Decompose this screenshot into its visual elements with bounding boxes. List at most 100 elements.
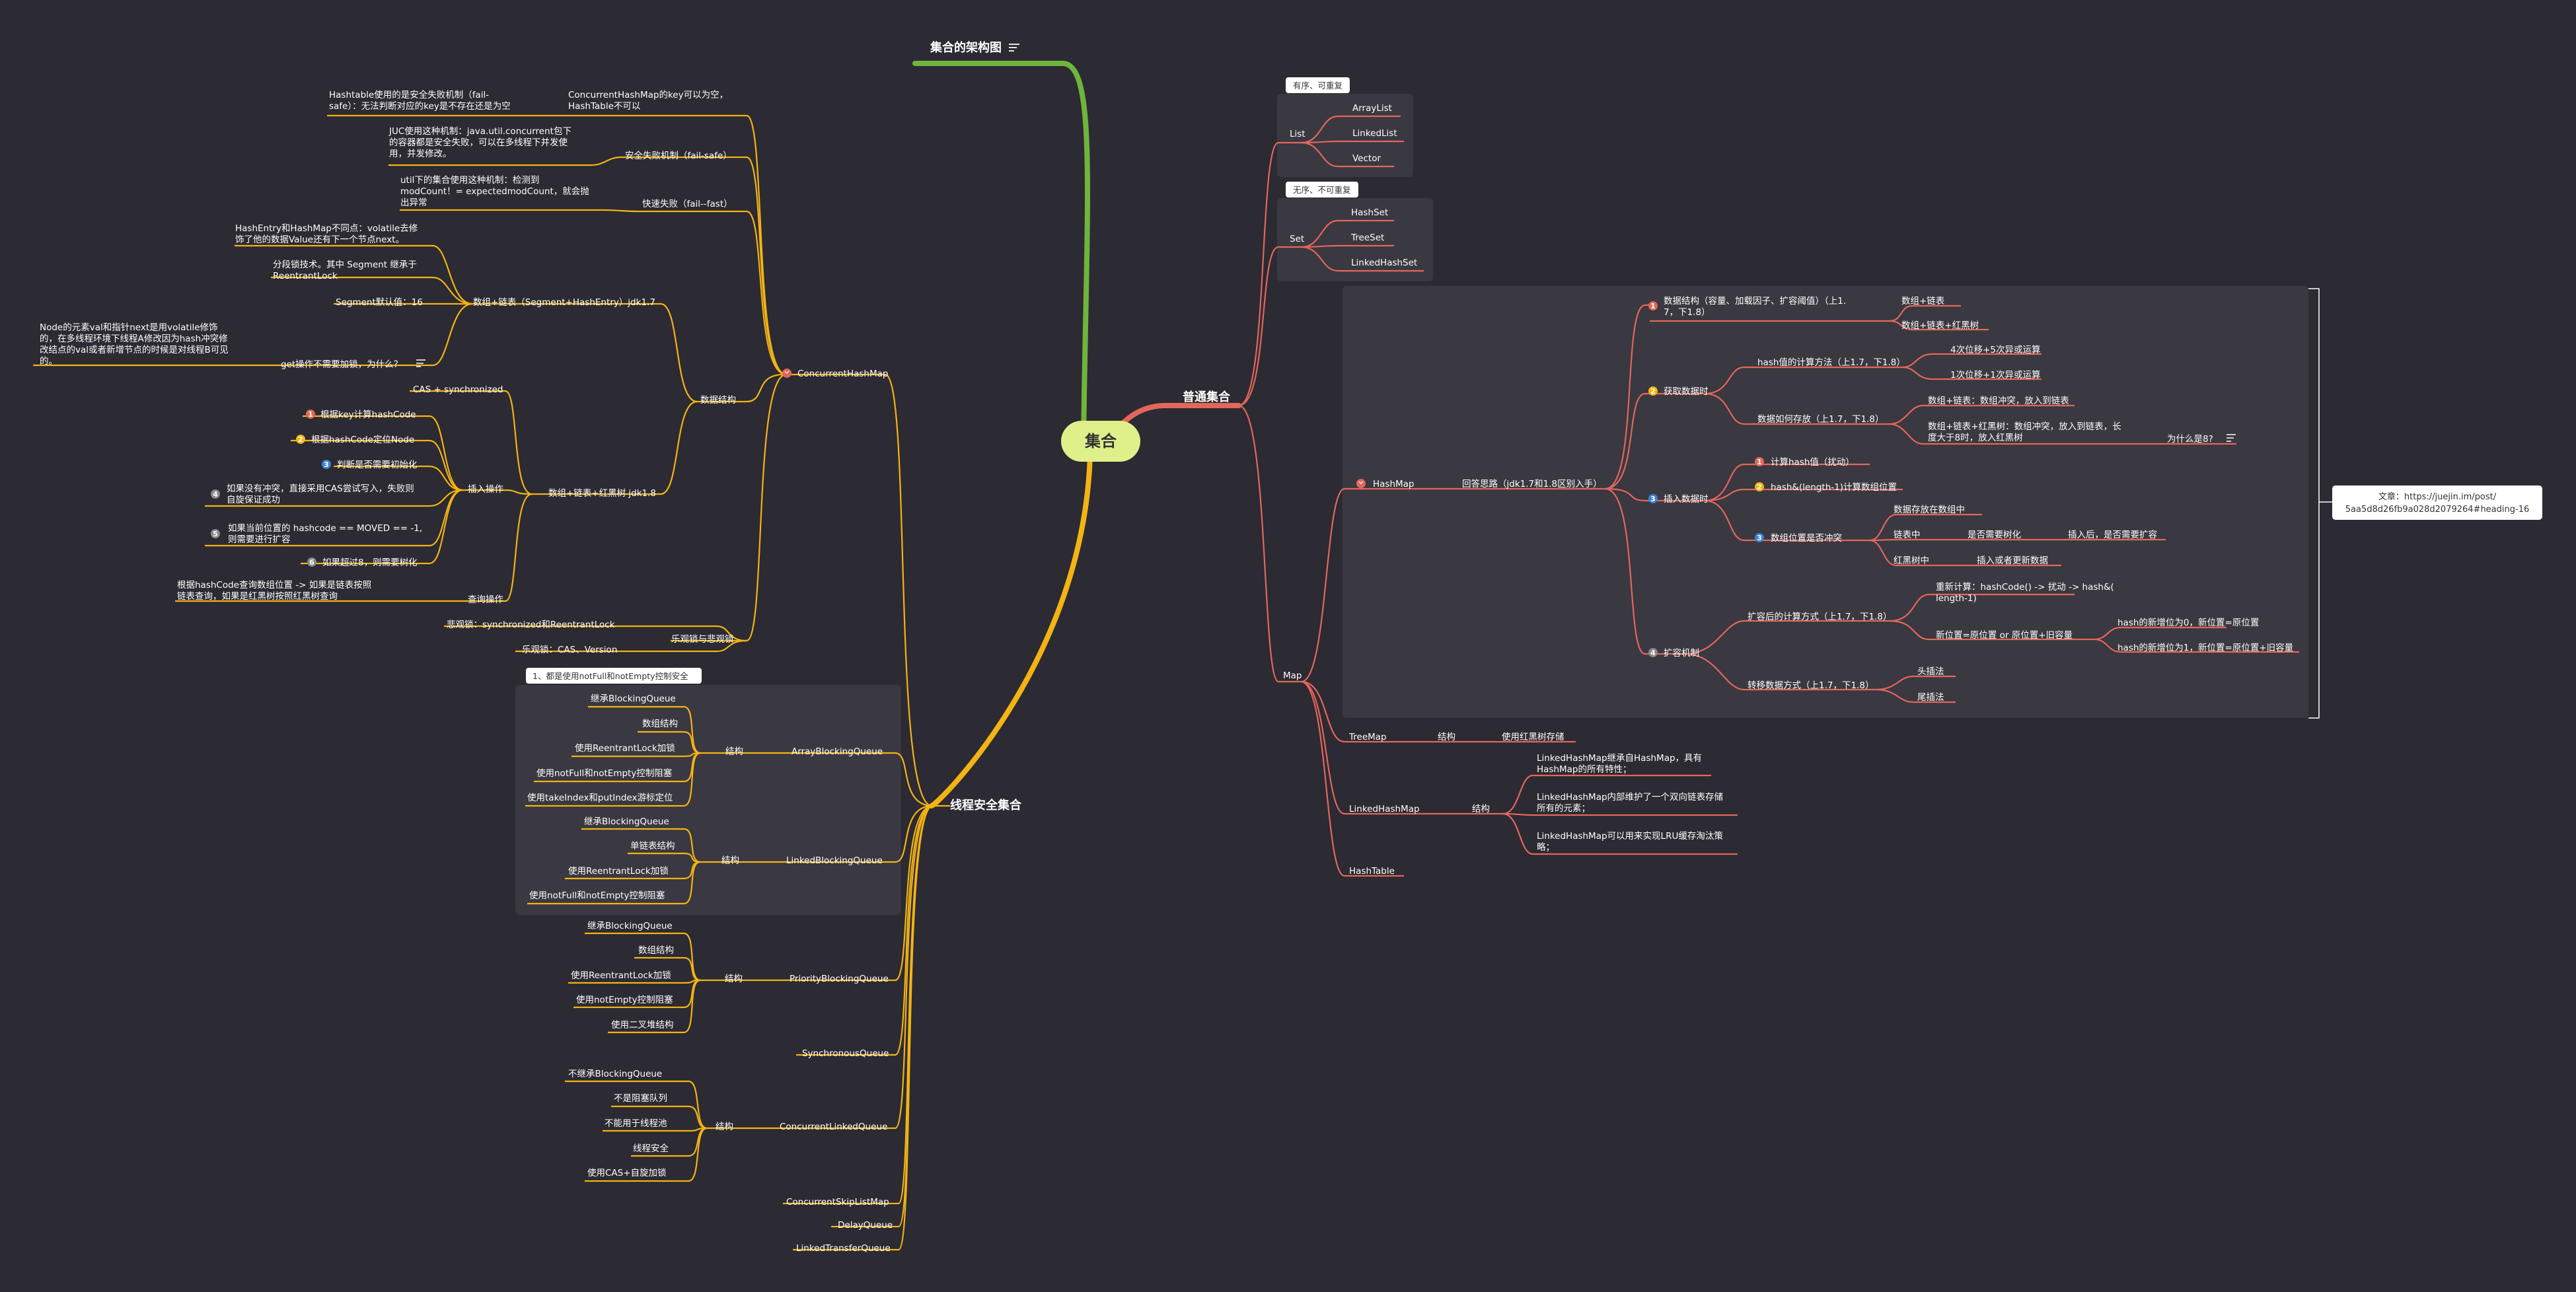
store-label: 数据如何存放（上1.7，下1.8） [1757, 414, 1884, 425]
cslm-label[interactable]: ConcurrentSkipListMap [786, 1197, 889, 1207]
hashtable-label[interactable]: HashTable [1349, 866, 1395, 877]
insert-step-2-text: 根据hashCode定位Node [311, 435, 414, 445]
safe-trunk [929, 453, 1093, 808]
root-bubble [1061, 421, 1140, 462]
insert-label: 插入数据时 [1664, 494, 1709, 505]
lhm-item-3-line2: 略； [1537, 842, 1555, 853]
hash-calc-label: hash值的计算方法（上1.7，下1.8） [1757, 357, 1905, 368]
ds-item-1: 数组+链表 [1901, 296, 1945, 306]
arch-trunk [912, 61, 1091, 442]
article-note-line2: 5aa5d8d26fb9a028d2079264#heading-16 [2345, 505, 2530, 515]
ltq-label[interactable]: LinkedTransferQueue [796, 1243, 891, 1254]
lhm-item-3-line1: LinkedHashMap可以用来实现LRU缓存淘汰策 [1537, 830, 1723, 842]
normal-trunk [1114, 403, 1241, 432]
get-nolock-label: get操作不需要加锁，为什么？ [281, 359, 402, 370]
abq-label[interactable]: ArrayBlockingQueue [791, 746, 883, 757]
pbq-label[interactable]: PriorityBlockingQueue [790, 974, 889, 984]
after-insert-label: 插入后，是否需要扩容 [2068, 529, 2157, 540]
rbtree-in-label: 红黑树中 [1894, 556, 1929, 566]
hash-calc-item-2: 1次位移+1次异或运算 [1950, 370, 2041, 380]
cas-sync-label: CAS + synchronized [413, 384, 503, 395]
dq-label[interactable]: DelayQueue [838, 1220, 893, 1231]
lbq-label[interactable]: LinkedBlockingQueue [786, 855, 883, 866]
list-item-arraylist: ArrayList [1352, 103, 1392, 114]
left-connectors [33, 114, 932, 1251]
clq-struct-label: 结构 [716, 1122, 733, 1132]
insert-update-label: 插入或者更新数据 [1977, 556, 2048, 566]
insert-step-2: 2 根据hashCode定位Node [296, 435, 414, 445]
chm-node[interactable]: ConcurrentHashMap [782, 369, 888, 379]
after-calc-label: 扩容后的计算方式（上1.7，下1.8） [1748, 611, 1892, 622]
insert-step-4-line1: 如果没有冲突，直接采用CAS尝试写入，失败则 [227, 483, 414, 494]
recalc-line2: length-1) [1936, 593, 1977, 604]
blocking-queue-group-box [515, 685, 901, 915]
failsafe-label: 安全失败机制（fail-safe） [625, 150, 732, 161]
treemap-struct-label: 结构 [1438, 732, 1455, 742]
insert-step-3: 3 判断是否需要初始化 [322, 459, 418, 470]
arch-branch-label[interactable]: 集合的架构图 [930, 40, 1002, 55]
tail-head-label: 是否需要树化 [1968, 530, 2021, 540]
get-label: 获取数据时 [1664, 386, 1709, 397]
why8-label: 为什么是8? [2167, 434, 2213, 445]
map-label[interactable]: Map [1283, 670, 1302, 681]
sq-label[interactable]: SynchronousQueue [802, 1048, 889, 1059]
lhm-label[interactable]: LinkedHashMap [1349, 804, 1420, 814]
pbq-item-4: 使用notEmpty控制阻塞 [576, 994, 673, 1005]
hashentry-line2: 饰了他的数据Value还有下一个节点next。 [235, 234, 404, 245]
query-desc-line2: 链表查询，如果是红黑树按照红黑树查询 [177, 591, 338, 602]
root-node[interactable]: 集合 [1061, 421, 1140, 462]
svg-text:1: 1 [1757, 458, 1762, 466]
root-label: 集合 [1084, 432, 1117, 450]
chm-null-line2: HashTable不可以 [568, 101, 641, 112]
set-item-hashset: HashSet [1351, 207, 1388, 218]
jdk18-label: 数组+链表+红黑树 jdk1.8 [548, 488, 656, 499]
hashmap-label: HashMap [1373, 479, 1415, 489]
set-item-treeset: TreeSet [1350, 233, 1384, 243]
pbq-item-2: 数组结构 [638, 945, 674, 956]
insert-item-2: 2 hash&(length-1)计算数组位置 [1755, 482, 1897, 493]
svg-text:1: 1 [308, 410, 313, 419]
set-tag-text: 无序、不可重复 [1293, 185, 1351, 195]
get-node: 2 获取数据时 [1648, 386, 1709, 397]
failfast-desc-line3: 出异常 [400, 197, 427, 208]
hashtable-failsafe-line2: safe）：无法判断对应的key是不存在还是为空 [329, 100, 511, 112]
article-note-line1: 文章：https://juejin.im/post/ [2378, 491, 2497, 502]
data-struct-label: 数据结构 [700, 395, 736, 406]
insert-step-5: 5 如果当前位置的 hashcode == MOVED == -1, 则需要进行… [211, 522, 422, 545]
hashmap-node[interactable]: HashMap [1356, 479, 1415, 489]
svg-text:6: 6 [309, 558, 314, 567]
svg-text:2: 2 [298, 435, 303, 444]
safe-branch-label[interactable]: 线程安全集合 [950, 798, 1022, 812]
list-tag-text: 有序、可重复 [1293, 81, 1343, 90]
hashmap-group-box [1343, 286, 2308, 718]
normal-branch-label[interactable]: 普通集合 [1183, 390, 1231, 404]
clq-item-5: 使用CAS+自旋加锁 [587, 1167, 667, 1178]
list-group-box [1277, 94, 1413, 177]
failsafe-desc-line3: 用，并发修改。 [389, 149, 452, 159]
pbq-item-3: 使用ReentrantLock加锁 [571, 970, 671, 981]
transfer-item-1: 头插法 [1917, 666, 1944, 677]
list-label[interactable]: List [1290, 129, 1306, 139]
treemap-label[interactable]: TreeMap [1348, 732, 1387, 742]
insert-step-1: 1 根据key计算hashCode [306, 410, 416, 420]
store-item-2-line2: 度大于8时，放入红黑树 [1928, 433, 2023, 443]
svg-text:2: 2 [1650, 387, 1656, 396]
lhm-item-2-line1: LinkedHashMap内部维护了一个双向链表存储 [1537, 792, 1723, 803]
store-item-2-line1: 数组+链表+红黑树：数组冲突，放入到链表，长 [1928, 421, 2121, 432]
right-connectors [1238, 115, 2299, 877]
insert-step-1-text: 根据key计算hashCode [320, 410, 416, 420]
collapse-icon [784, 371, 790, 374]
abq-item-2: 数组结构 [642, 719, 678, 729]
lhm-item-1-line1: LinkedHashMap继承自HashMap，具有 [1537, 753, 1702, 764]
lbq-item-1: 继承BlockingQueue [584, 816, 669, 827]
hashentry-line1: HashEntry和HashMap不同点：volatile去修 [235, 223, 418, 234]
set-label[interactable]: Set [1290, 234, 1304, 244]
article-note-box[interactable] [2332, 485, 2542, 520]
summary-bracket [2308, 288, 2320, 719]
failfast-desc-line2: modCount！= expectedmodCount，就会抛 [400, 186, 589, 197]
clq-label[interactable]: ConcurrentLinkedQueue [780, 1122, 887, 1132]
hb0-label: hash的新增位为0，新位置=原位置 [2117, 618, 2259, 628]
transfer-item-2: 尾插法 [1917, 692, 1944, 703]
ds-item-2: 数组+链表+红黑树 [1901, 320, 1979, 331]
volatile-desc-line1: Node的元素val和指针next是用volatile修饰 [40, 322, 218, 333]
